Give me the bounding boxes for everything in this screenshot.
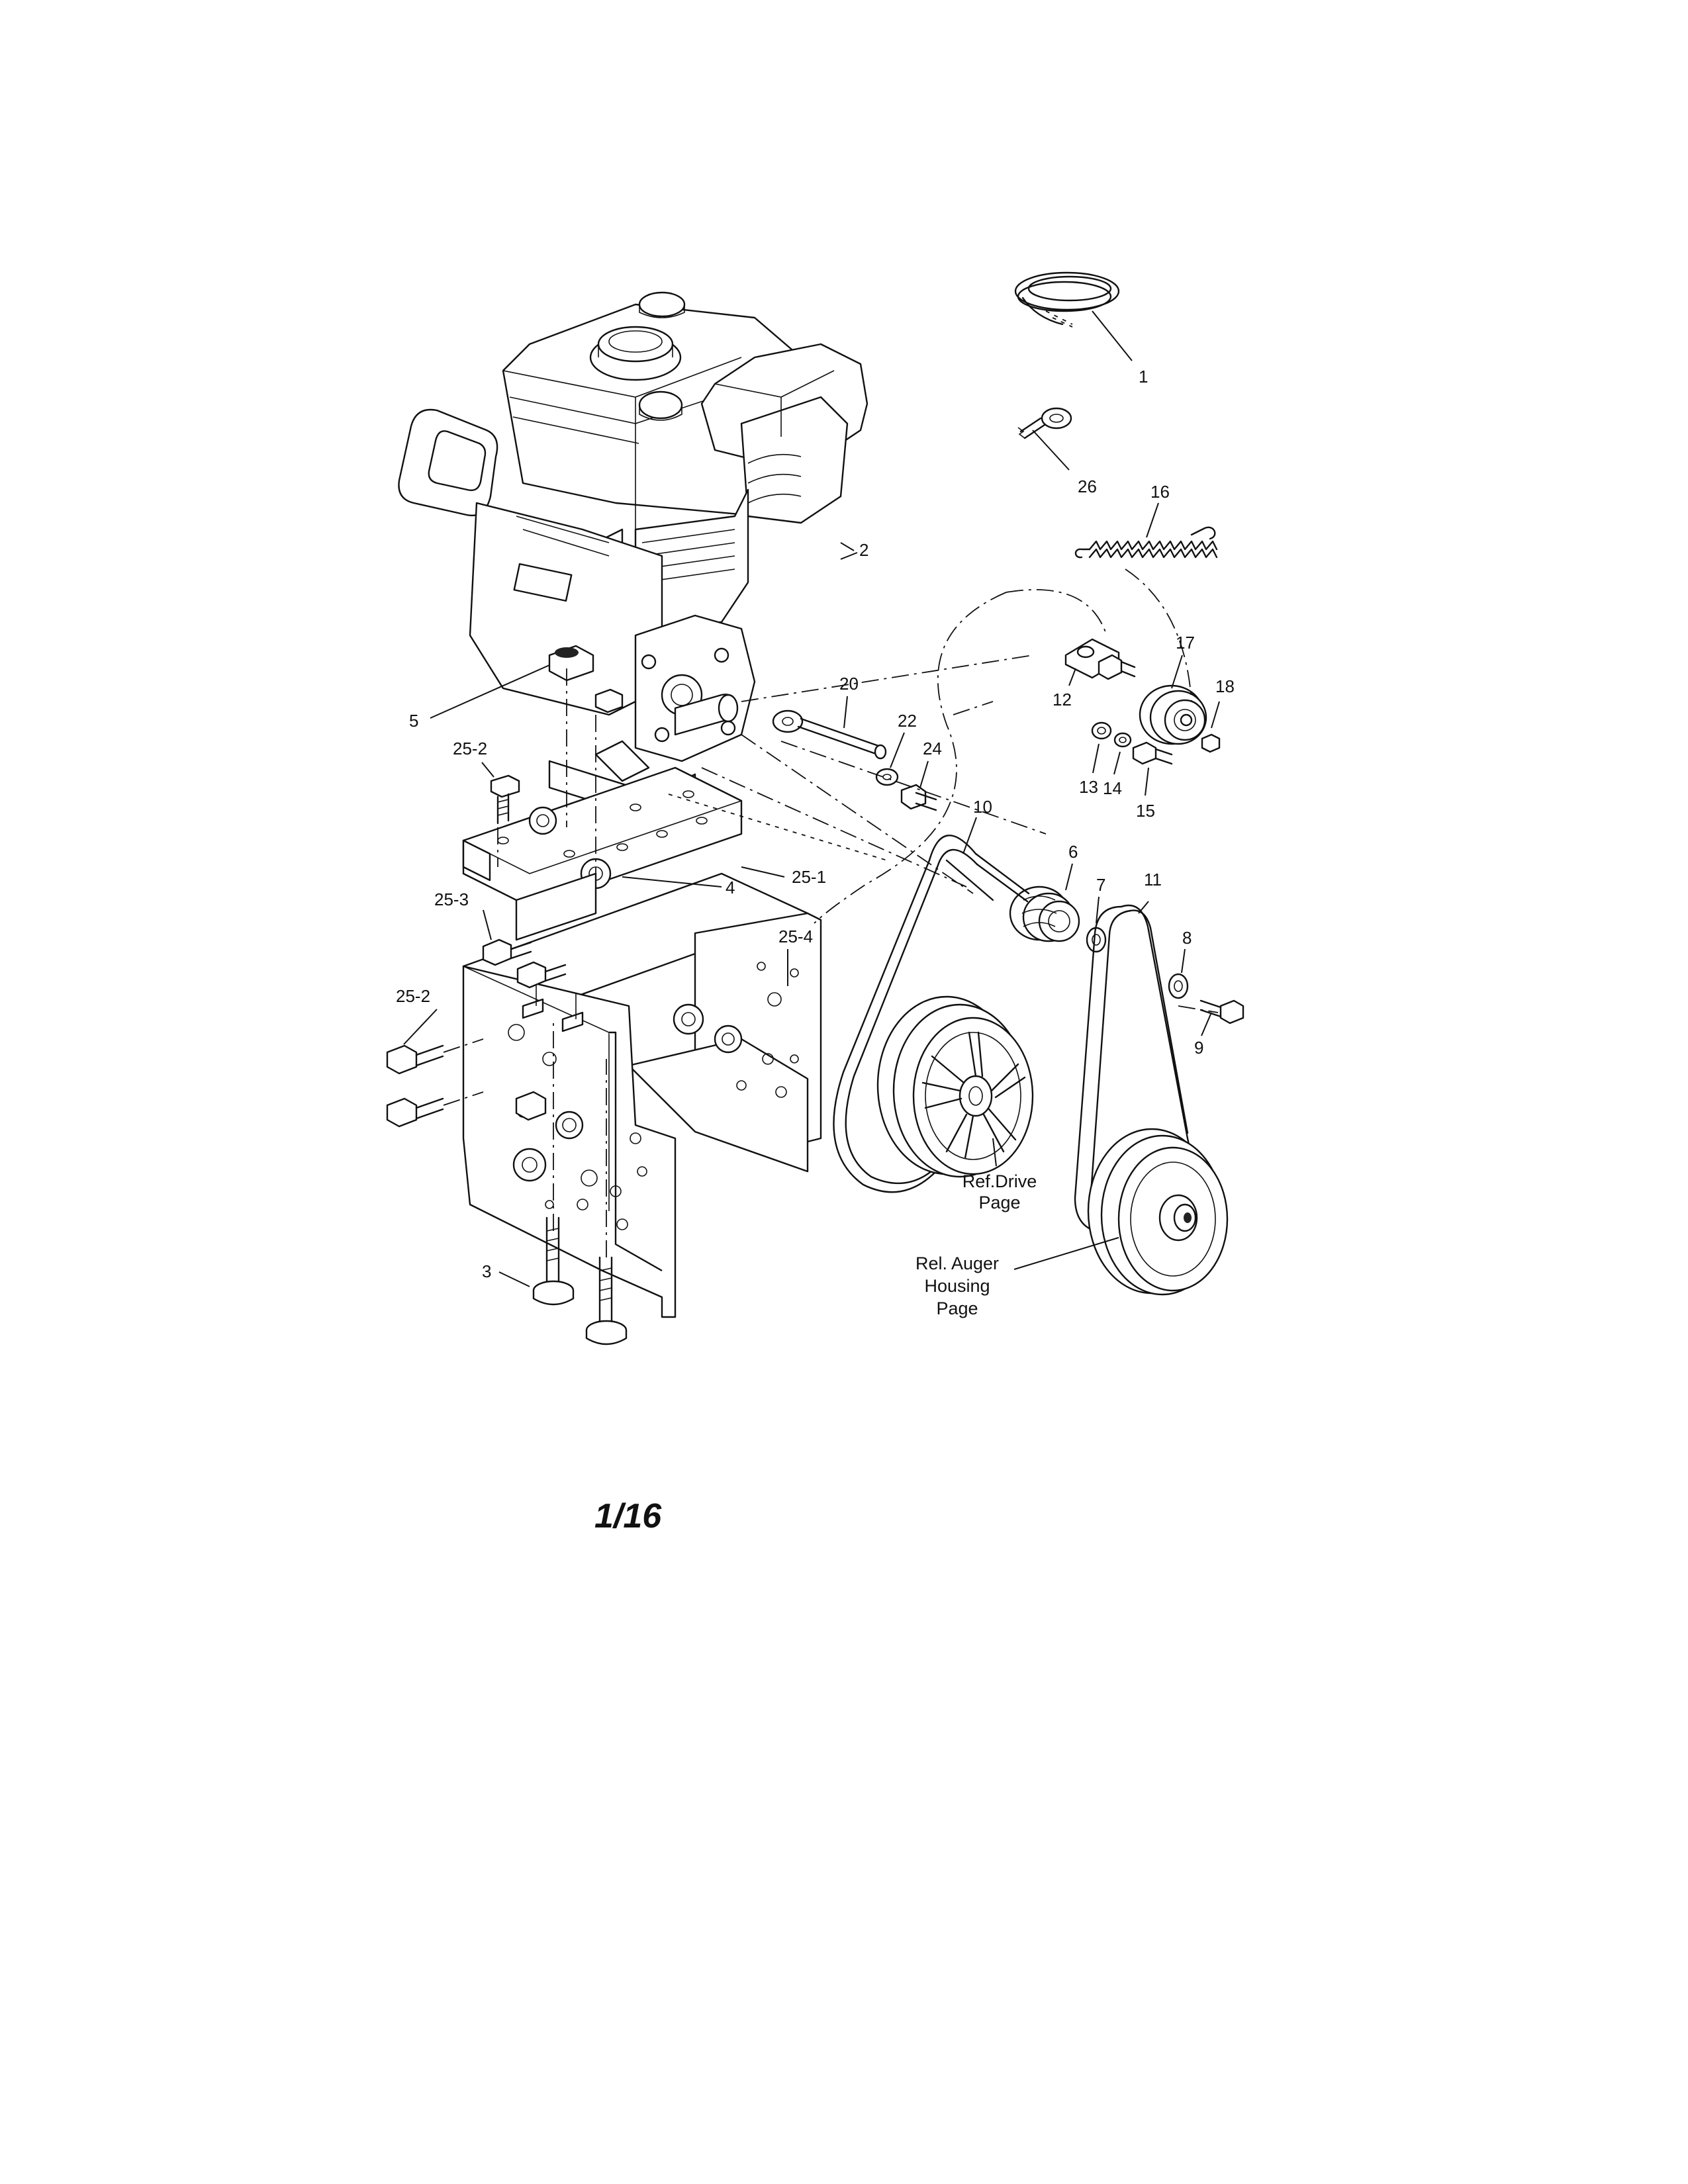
callout-25-2-side: 25-2: [396, 986, 430, 1006]
part-cord-coil: [1014, 271, 1120, 328]
callout-25-1: 25-1: [792, 867, 826, 887]
callout-16: 16: [1150, 482, 1170, 502]
leader-lines: [403, 310, 1220, 1287]
callout-11: 11: [1144, 870, 1162, 889]
part-key: [1017, 407, 1072, 439]
part-spring: [1074, 526, 1218, 559]
callout-2: 2: [859, 540, 868, 560]
callout-14: 14: [1103, 778, 1122, 798]
part-drive-belt: [833, 835, 1030, 1193]
part-idler-assembly: [1064, 638, 1221, 765]
callout-10: 10: [973, 797, 992, 817]
callout-12: 12: [1053, 690, 1072, 709]
ref-auger-line3: Page: [936, 1298, 978, 1318]
callout-24: 24: [923, 739, 942, 758]
page-number: 1/16: [594, 1497, 662, 1535]
part-engine-pulley: [1009, 886, 1244, 1024]
assembly-lines: [443, 569, 1219, 1257]
callout-25-2-top: 25-2: [453, 739, 487, 758]
callout-labels: 1 2 3 4 5 6 7 8 9 10 11 12 13 14 15 16 1…: [396, 367, 1235, 1281]
ref-auger-line1: Rel. Auger: [915, 1253, 999, 1273]
callout-1: 1: [1139, 367, 1148, 387]
callout-25-4: 25-4: [778, 927, 813, 946]
callout-17: 17: [1176, 633, 1195, 653]
callout-5: 5: [409, 711, 418, 731]
part-drive-pulley: [876, 995, 1034, 1178]
reference-notes: Ref.Drive Page Rel. Auger Housing Page: [915, 1171, 1037, 1318]
callout-7: 7: [1096, 875, 1105, 895]
ref-drive-line2: Page: [978, 1193, 1020, 1212]
callout-9: 9: [1194, 1038, 1203, 1058]
part-mounting-plate: [462, 766, 743, 941]
part-shaft-assembly: [772, 709, 937, 811]
part-frame: [462, 872, 822, 1318]
callout-15: 15: [1136, 801, 1155, 821]
callout-18: 18: [1215, 676, 1235, 696]
callout-25-3: 25-3: [434, 889, 469, 909]
callout-3: 3: [482, 1261, 491, 1281]
callout-22: 22: [898, 711, 917, 731]
ref-auger-line2: Housing: [924, 1276, 990, 1296]
ref-drive-line1: Ref.Drive: [962, 1171, 1037, 1191]
part-auger-pulley: [1087, 1128, 1229, 1296]
callout-4: 4: [726, 878, 735, 897]
callout-20: 20: [839, 674, 859, 694]
callout-13: 13: [1079, 777, 1098, 797]
callout-26: 26: [1078, 477, 1097, 496]
callout-6: 6: [1068, 842, 1078, 862]
part-bolts: [386, 774, 628, 1345]
callout-8: 8: [1182, 928, 1192, 948]
